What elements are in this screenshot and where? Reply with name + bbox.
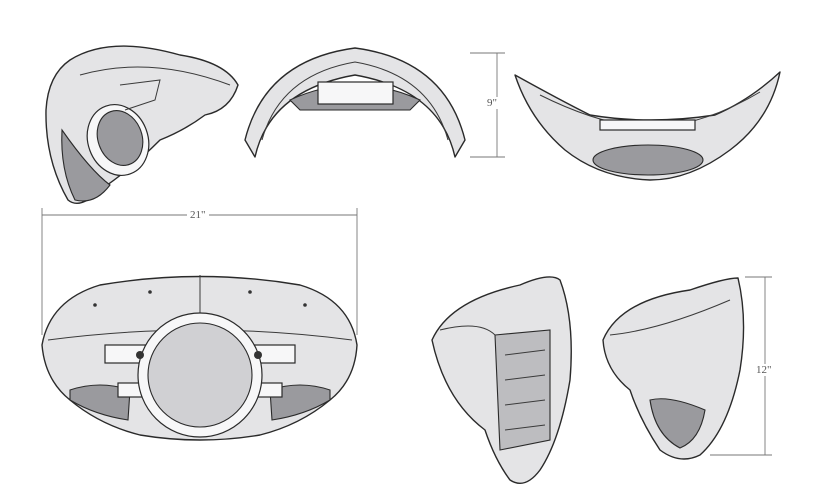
top-view (244, 47, 466, 158)
bottom-view (514, 71, 781, 181)
front-view (41, 275, 358, 441)
side-height-dimension-label: 12" (753, 364, 775, 376)
width-dimension-label: 21" (187, 209, 209, 221)
top-height-dimension-label: 9" (484, 97, 500, 109)
iso-view (45, 45, 239, 204)
side-view-outer (602, 277, 745, 460)
side-view-inner (431, 276, 572, 484)
